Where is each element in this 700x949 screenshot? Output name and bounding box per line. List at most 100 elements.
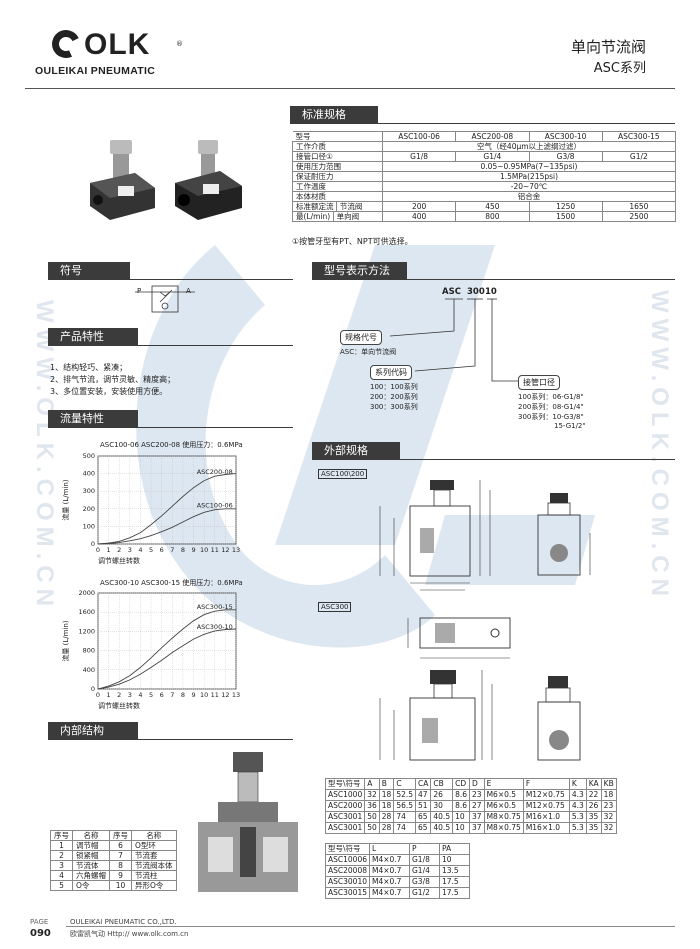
symbol-p: P: [137, 287, 142, 295]
table-row: 工作介质空气（经40μm以上滤纲过滤）: [292, 141, 676, 152]
page-subtitle: ASC系列: [593, 61, 646, 76]
section-flow-line: [48, 427, 293, 428]
x-tick-label: 13: [232, 691, 240, 699]
product-photo-1: [90, 140, 155, 220]
section-spec-line: [290, 123, 675, 124]
spec-note: ①按管牙型有PT、NPT可供选择。: [292, 237, 413, 246]
model-port-label: 接管口径: [518, 375, 560, 390]
y-tick-label: 800: [83, 647, 95, 655]
model-series-item: 200：200系列: [370, 393, 418, 401]
section-symbol: 符号: [48, 262, 130, 279]
watermark-left: WWW.OLK.COM.CN: [31, 300, 58, 612]
footer-divider: [66, 926, 675, 927]
x-tick-label: 10: [200, 546, 208, 554]
x-tick-label: 12: [221, 546, 229, 554]
y-tick-label: 1200: [78, 627, 95, 635]
model-series: 300: [467, 287, 485, 297]
valve-symbol: [135, 285, 195, 313]
y-tick-label: 300: [83, 487, 95, 495]
feature-item: 2、排气节流，调节灵敏、精度高；: [50, 375, 176, 384]
model-series-item: 100：100系列: [370, 383, 418, 391]
x-tick-label: 9: [191, 691, 195, 699]
model-prefix: ASC: [442, 287, 461, 297]
y-tick-label: 0: [91, 685, 95, 693]
section-spec: 标准规格: [290, 106, 378, 123]
feature-item: 3、多位置安装，安装使用方便。: [50, 387, 168, 396]
spec-table: 型号 ASC100-06 ASC200-08 ASC300-10 ASC300-…: [292, 131, 677, 222]
footer-page-label: PAGE: [30, 918, 49, 926]
x-tick-label: 11: [211, 691, 219, 699]
footer-url: 欧雷凯气动 Http:// www.olk.com.cn: [70, 930, 189, 938]
section-external-line: [312, 459, 675, 460]
y-tick-label: 500: [83, 452, 95, 460]
x-tick-label: 10: [200, 691, 208, 699]
y-tick-label: 400: [83, 666, 95, 674]
series-line: [97, 609, 236, 690]
series-label: ASC300-15: [197, 603, 233, 611]
model-port: 10: [485, 287, 497, 297]
x-tick-label: 5: [149, 691, 153, 699]
cross-section-drawing: [198, 752, 298, 892]
top-view-drawing: [407, 617, 511, 659]
ext-label-300: ASC300: [318, 602, 352, 612]
model-port-item: 300系列：10-G3/8": [518, 413, 584, 421]
x-tick-label: 2: [117, 691, 121, 699]
x-tick-label: 3: [128, 546, 132, 554]
ext-label-100: ASC100\200: [318, 469, 368, 479]
brand-sub: OULEIKAI PNEUMATIC: [35, 65, 156, 77]
x-axis-label: 调节螺丝转数: [98, 556, 140, 565]
x-tick-label: 7: [170, 546, 174, 554]
series-line: [97, 628, 237, 690]
x-tick-label: 11: [211, 546, 219, 554]
model-series-item: 300：300系列: [370, 403, 418, 411]
table-row: 序号名称序号名称: [50, 830, 177, 841]
y-tick-label: 1600: [78, 608, 95, 616]
x-tick-label: 9: [191, 546, 195, 554]
chart1-title: ASC100-06 ASC200-08 使用压力：0.6MPa: [100, 441, 243, 449]
model-port-item: 100系列：06-G1/8": [518, 393, 584, 401]
y-tick-label: 2000: [78, 589, 95, 597]
olk-logo-icon: [48, 26, 84, 62]
x-tick-label: 1: [107, 546, 111, 554]
y-tick-label: 400: [83, 470, 95, 478]
page-title: 单向节流阀: [570, 38, 646, 56]
y-tick-label: 200: [83, 505, 95, 513]
footer-page-number: 090: [30, 928, 51, 939]
section-model: 型号表示方法: [312, 262, 407, 279]
header-divider: [25, 88, 675, 89]
x-tick-label: 0: [96, 546, 100, 554]
series-label: ASC200-08: [197, 468, 233, 476]
dimension-drawing-300: [379, 670, 581, 761]
model-port-item: 200系列：08-G1/4": [518, 403, 584, 411]
x-tick-label: 6: [160, 546, 164, 554]
y-tick-label: 100: [83, 522, 95, 530]
x-tick-label: 5: [149, 546, 153, 554]
y-axis-label: 流量 (L/min): [61, 620, 70, 661]
table-row: 本体材质铝合金: [292, 191, 676, 202]
series-label: ASC300-10: [197, 623, 233, 631]
footer-company: OULEIKAI PNEUMATIC CO.,LTD.: [70, 918, 177, 926]
watermark-right: WWW.OLK.COM.CN: [646, 290, 673, 602]
chart2-title: ASC300-10 ASC300-15 使用压力：0.6MPa: [100, 579, 243, 587]
x-axis-label: 调节螺丝转数: [98, 701, 140, 710]
section-internal-line: [48, 739, 293, 740]
x-tick-label: 8: [181, 691, 185, 699]
